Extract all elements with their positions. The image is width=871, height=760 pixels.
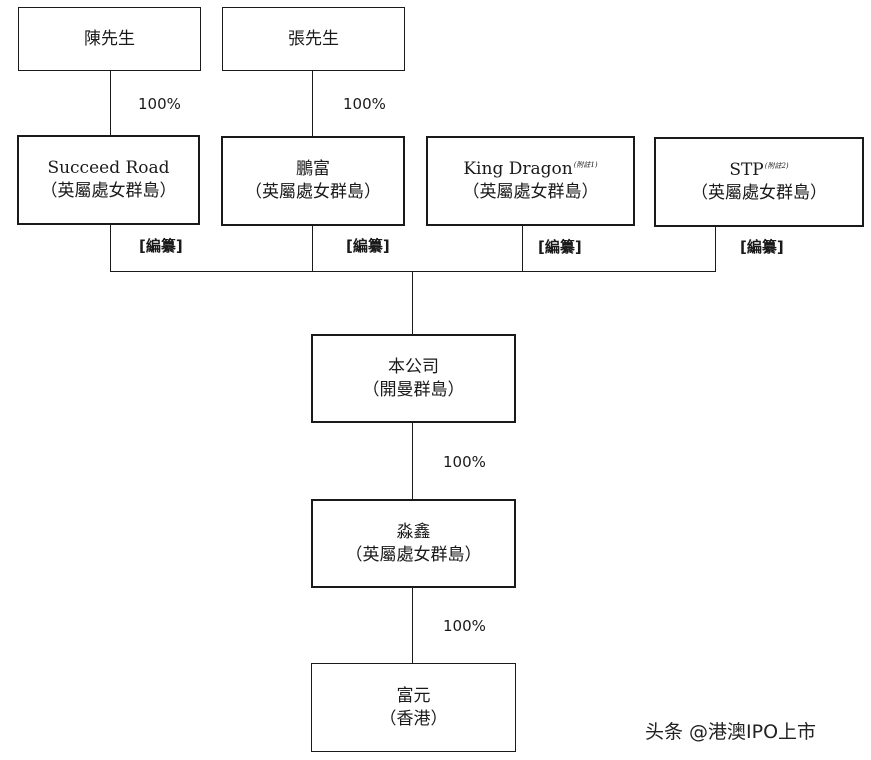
redacted-label: [編纂] xyxy=(346,237,390,255)
connector-chen-succeed xyxy=(110,70,111,136)
operating-company-box: 富元 （香港） xyxy=(311,663,516,752)
shareholder-box-pengfu: 鵬富 （英屬處女群島） xyxy=(221,136,405,226)
connector-subsidiary-operating xyxy=(412,587,413,664)
ownership-percentage: 100% xyxy=(443,617,486,635)
subsidiary-box: 淼鑫 （英屬處女群島） xyxy=(311,499,516,588)
connector-stp-down xyxy=(715,226,716,271)
entity-name: Succeed Road xyxy=(47,158,170,179)
ownership-percentage: 100% xyxy=(443,453,486,471)
shareholder-box-stp: STP(附註2) （英屬處女群島） xyxy=(654,137,864,227)
connector-succeed-down xyxy=(110,224,111,271)
entity-name: STP xyxy=(729,160,764,181)
person-name: 張先生 xyxy=(288,28,339,49)
entity-name: 富元 xyxy=(396,685,431,706)
redacted-label: [編纂] xyxy=(538,238,582,256)
connector-company-subsidiary xyxy=(412,422,413,500)
entity-jurisdiction: （英屬處女群島） xyxy=(691,183,827,203)
person-box-zhang: 張先生 xyxy=(222,7,405,71)
ownership-percentage: 100% xyxy=(138,95,181,113)
entity-jurisdiction: （英屬處女群島） xyxy=(40,181,177,201)
entity-jurisdiction: （英屬處女群島） xyxy=(345,544,482,565)
connector-bar-company xyxy=(412,271,413,335)
shareholder-box-king-dragon: King Dragon(附註1) （英屬處女群島） xyxy=(426,136,635,226)
connector-kingdragon-down xyxy=(522,225,523,271)
note-marker: (附註1) xyxy=(573,161,598,170)
person-name: 陳先生 xyxy=(84,28,135,49)
connector-zhang-pengfu xyxy=(312,70,313,136)
entity-jurisdiction: （開曼群島） xyxy=(362,379,465,400)
note-marker: (附註2) xyxy=(764,162,789,171)
connector-pengfu-down xyxy=(312,225,313,271)
entity-jurisdiction: （英屬處女群島） xyxy=(462,182,599,202)
watermark-text: 头条 @港澳IPO上市 xyxy=(645,721,817,743)
entity-name: King Dragon xyxy=(463,159,573,180)
entity-jurisdiction: （香港） xyxy=(379,708,448,729)
shareholder-box-succeed-road: Succeed Road （英屬處女群島） xyxy=(17,135,200,225)
entity-name: 本公司 xyxy=(388,356,439,377)
connector-horizontal-bar xyxy=(110,271,716,272)
redacted-label: [編纂] xyxy=(139,237,183,255)
ownership-percentage: 100% xyxy=(343,95,386,113)
entity-name: 淼鑫 xyxy=(396,521,431,542)
entity-jurisdiction: （英屬處女群島） xyxy=(245,182,381,202)
company-box: 本公司 （開曼群島） xyxy=(311,334,516,423)
entity-name: 鵬富 xyxy=(296,159,330,180)
person-box-chen: 陳先生 xyxy=(18,7,201,71)
redacted-label: [編纂] xyxy=(740,238,784,256)
